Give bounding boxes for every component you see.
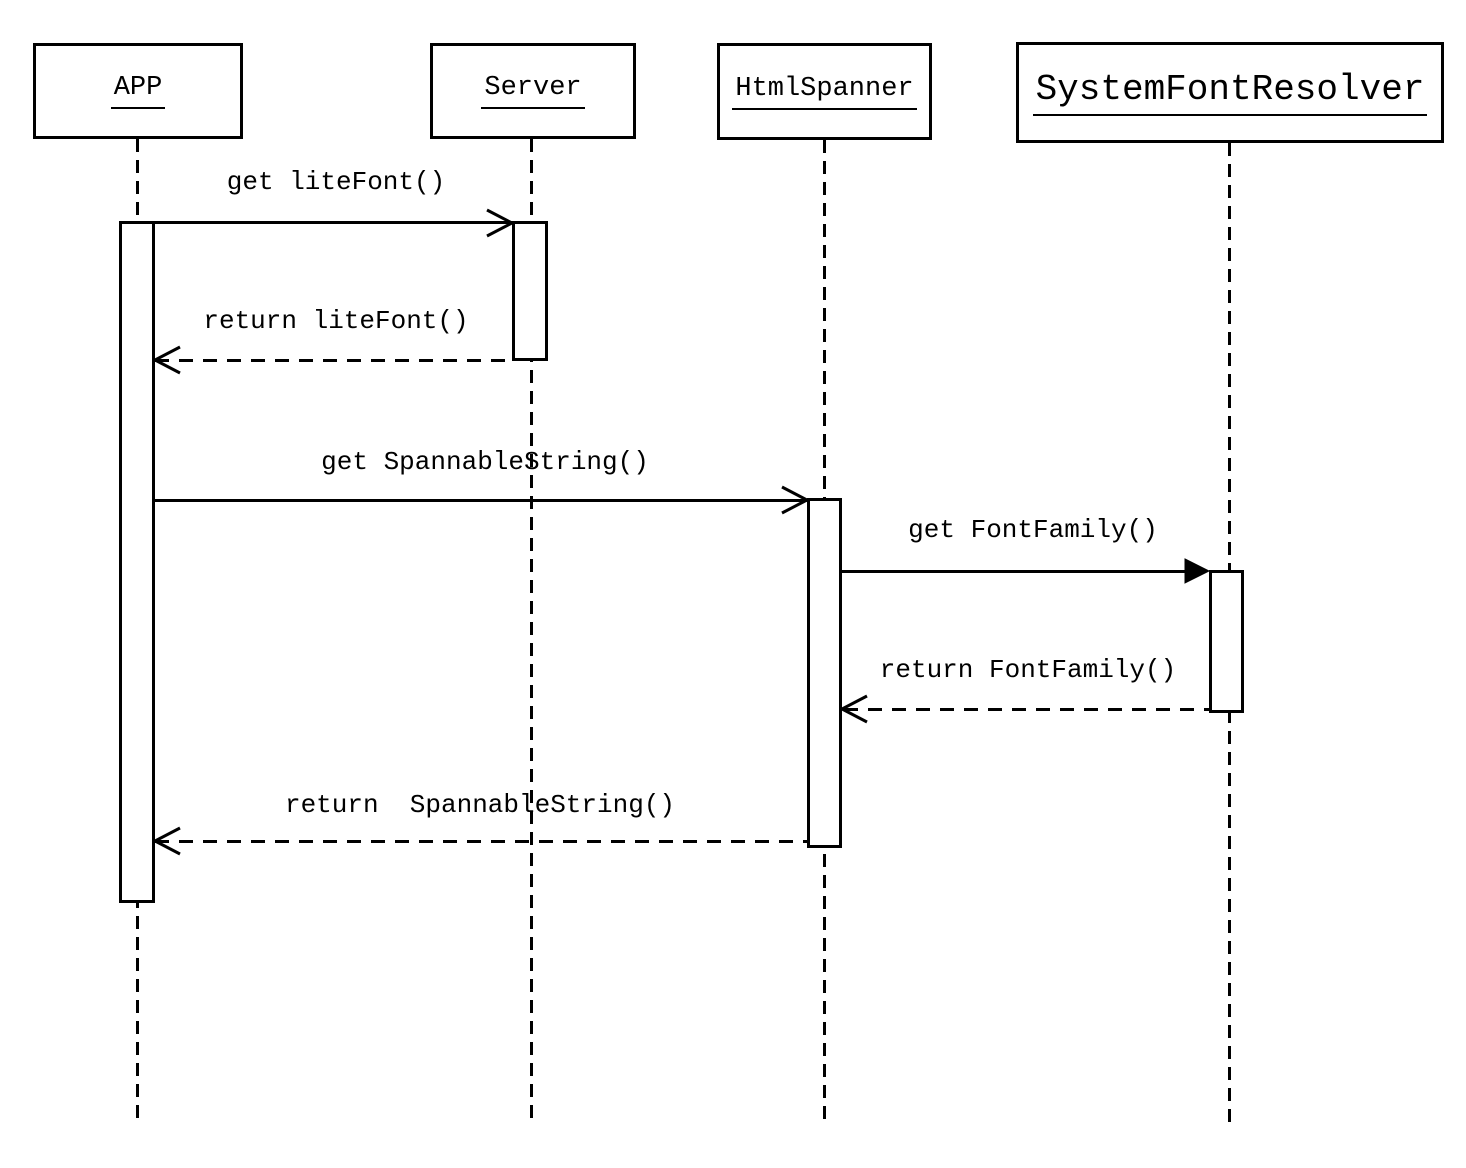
participant-box-htmlspanner: HtmlSpanner xyxy=(717,43,932,140)
arrowhead-open-left-icon xyxy=(152,826,181,856)
participant-label-htmlspanner: HtmlSpanner xyxy=(732,74,917,110)
message-label-return-litefont: return liteFont() xyxy=(203,306,469,336)
message-line-get-litefont xyxy=(153,221,512,224)
participant-box-systemfontresolver: SystemFontResolver xyxy=(1016,42,1444,143)
activation-htmlspanner xyxy=(807,498,842,848)
lifeline-server xyxy=(530,139,533,1126)
message-line-get-fontfamily xyxy=(841,570,1193,573)
activation-app xyxy=(119,221,155,903)
arrowhead-open-right-icon xyxy=(781,485,810,515)
message-label-return-fontfamily: return FontFamily() xyxy=(879,655,1177,685)
arrowhead-open-right-icon xyxy=(486,208,515,238)
message-label-get-litefont: get liteFont() xyxy=(226,167,446,197)
activation-systemfontresolver xyxy=(1209,570,1244,713)
participant-box-app: APP xyxy=(33,43,243,139)
message-line-get-spannablestring xyxy=(153,499,807,502)
participant-label-systemfontresolver: SystemFontResolver xyxy=(1032,69,1428,116)
activation-server xyxy=(512,221,548,361)
participant-label-server: Server xyxy=(481,73,585,109)
arrowhead-filled-right-icon xyxy=(1184,558,1211,584)
arrowhead-open-left-icon xyxy=(839,694,868,724)
participant-label-app: APP xyxy=(110,73,166,109)
message-line-return-fontfamily xyxy=(844,708,1209,711)
participant-box-server: Server xyxy=(430,43,636,139)
message-line-return-spannablestring xyxy=(155,840,807,843)
message-label-return-spannablestring: return SpannableString() xyxy=(284,790,676,820)
arrowhead-open-left-icon xyxy=(152,345,181,375)
message-label-get-fontfamily: get FontFamily() xyxy=(908,515,1158,545)
message-line-return-litefont xyxy=(155,359,512,362)
message-label-get-spannablestring: get SpannableString() xyxy=(321,447,649,477)
